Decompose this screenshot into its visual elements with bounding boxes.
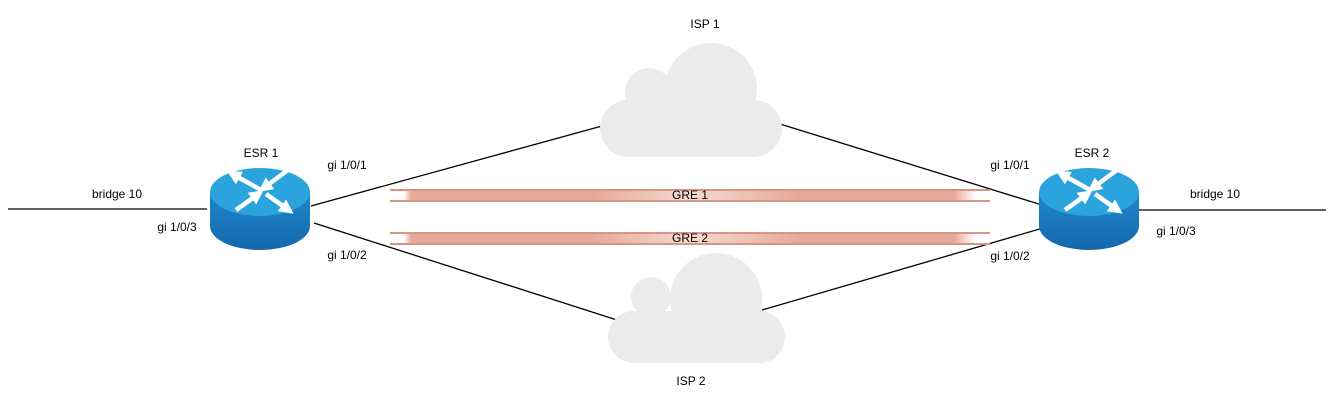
router2-bridge-label: bridge 10 (1189, 187, 1241, 201)
isp2-cloud-icon (608, 253, 785, 363)
isp2-label: ISP 2 (676, 374, 706, 388)
link-isp2-esr2 (761, 227, 1044, 311)
router1-interface-lan: gi 1/0/3 (157, 220, 197, 234)
router2-interface-lan: gi 1/0/3 (1156, 224, 1196, 238)
gre2-label: GRE 2 (671, 231, 708, 245)
router-esr1-icon (210, 168, 310, 250)
router1-interface-uplink2: gi 1/0/2 (327, 248, 367, 262)
router-esr2-icon (1039, 168, 1139, 250)
link-isp1-esr2 (779, 123, 1043, 206)
gre1-label: GRE 1 (671, 188, 708, 202)
link-esr1-isp2 (313, 222, 618, 321)
router2-interface-uplink2: gi 1/0/2 (990, 249, 1030, 263)
isp1-cloud-icon (600, 43, 782, 157)
router2-interface-uplink1: gi 1/0/1 (990, 158, 1030, 172)
link-esr1-isp1 (310, 125, 603, 207)
gre-tunnel-2: GRE 2 (390, 232, 990, 245)
router1-interface-uplink1: gi 1/0/1 (327, 158, 367, 172)
link-lines (8, 123, 1326, 321)
router2-name: ESR 2 (1074, 146, 1110, 160)
isp1-label: ISP 1 (690, 17, 720, 31)
router1-name: ESR 1 (243, 146, 279, 160)
gre-tunnel-1: GRE 1 (390, 189, 990, 202)
router1-bridge-label: bridge 10 (91, 187, 143, 201)
